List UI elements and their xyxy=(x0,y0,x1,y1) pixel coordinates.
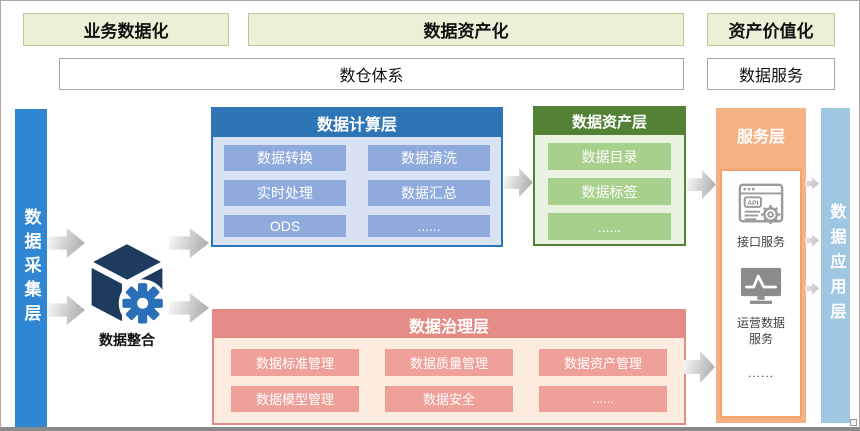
monitor-chart-icon xyxy=(740,268,782,305)
warehouse-system-box: 数仓体系 xyxy=(59,58,684,90)
data-application-layer-label: 数据应用层 xyxy=(827,203,845,328)
data-computing-layer: 数据计算层 数据转换 数据清洗 实时处理 数据汇总 ODS ...... xyxy=(211,107,503,247)
governance-item: 数据模型管理 xyxy=(231,385,359,412)
asset-item: 数据目录 xyxy=(548,143,671,170)
compute-item: 数据清洗 xyxy=(368,145,490,171)
arrow-compute-to-asset-icon xyxy=(504,168,533,197)
stage-data-assetization: 数据资产化 xyxy=(248,13,684,46)
arrow-asset-to-service-icon xyxy=(687,170,716,199)
arrow-governance-to-service-icon xyxy=(684,351,715,383)
service-layer-body: API 接口服务 运营数据服务 xyxy=(720,169,802,418)
arrow-service-to-app-1-icon xyxy=(805,177,819,190)
service-more-label: ...... xyxy=(747,365,774,380)
data-asset-layer-body: 数据目录 数据标签 ...... xyxy=(535,135,684,248)
api-service-label: 接口服务 xyxy=(736,235,785,249)
data-governance-layer-body: 数据标准管理 数据质量管理 数据资产管理 数据模型管理 数据安全 ...... xyxy=(214,338,684,423)
compute-item: 数据汇总 xyxy=(368,180,490,206)
data-application-layer-bar: 数据应用层 xyxy=(821,108,850,423)
governance-item: 数据质量管理 xyxy=(385,349,513,376)
arrow-service-to-app-3-icon xyxy=(805,282,819,295)
data-governance-layer: 数据治理层 数据标准管理 数据质量管理 数据资产管理 数据模型管理 数据安全 .… xyxy=(212,309,686,425)
api-browser-icon: API xyxy=(738,183,784,225)
governance-item: ...... xyxy=(539,385,667,412)
data-computing-layer-body: 数据转换 数据清洗 实时处理 数据汇总 ODS ...... xyxy=(213,137,501,245)
asset-item: 数据标签 xyxy=(548,178,671,205)
data-asset-layer: 数据资产层 数据目录 数据标签 ...... xyxy=(533,106,686,246)
compute-item: 实时处理 xyxy=(224,180,346,206)
compute-item: 数据转换 xyxy=(224,145,346,171)
stage-business-datafication: 业务数据化 xyxy=(23,13,229,46)
svg-text:API: API xyxy=(747,200,758,207)
ops-data-service-label: 运营数据服务 xyxy=(736,316,785,347)
data-integration-label: 数据整合 xyxy=(99,332,155,348)
stage-asset-valorization: 资产价值化 xyxy=(707,13,835,46)
asset-item: ...... xyxy=(548,213,671,240)
service-layer: 服务层 API xyxy=(716,108,806,423)
data-computing-layer-title: 数据计算层 xyxy=(213,109,501,137)
data-asset-layer-title: 数据资产层 xyxy=(535,108,684,135)
cube-gear-icon xyxy=(88,241,167,328)
data-service-box: 数据服务 xyxy=(707,58,835,90)
governance-item: 数据安全 xyxy=(385,385,513,412)
resize-handle xyxy=(850,419,857,426)
data-collection-layer-bar: 数据采集层 xyxy=(15,109,47,427)
data-collection-layer-label: 数据采集层 xyxy=(21,208,41,328)
service-layer-title: 服务层 xyxy=(736,129,785,146)
data-integration-group: 数据整合 xyxy=(77,239,177,351)
data-governance-layer-title: 数据治理层 xyxy=(214,311,684,338)
governance-item: 数据标准管理 xyxy=(231,349,359,376)
compute-item: ODS xyxy=(224,215,346,237)
compute-item: ...... xyxy=(368,215,490,237)
arrow-service-to-app-2-icon xyxy=(805,234,819,247)
governance-item: 数据资产管理 xyxy=(539,349,667,376)
